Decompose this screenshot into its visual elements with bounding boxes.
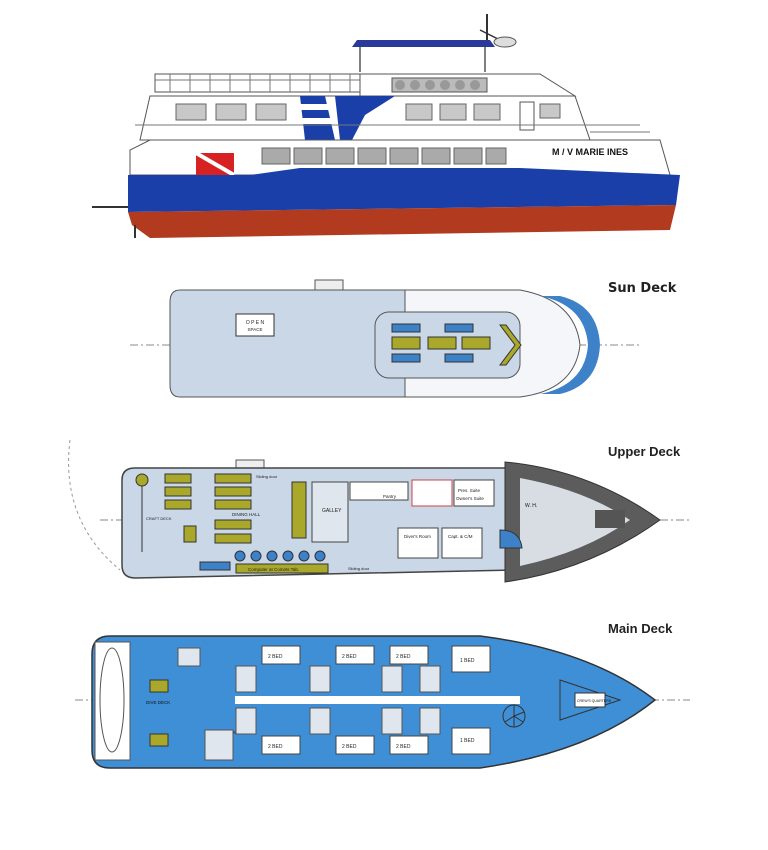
upper-deck-capt-cm-label: Capt. & C/M <box>448 534 473 539</box>
main-deck-cabin-label: 2 BED <box>268 744 283 750</box>
main-deck-plan: DIVE DECK COMP. ROOM 2 BED 2 BED 2 BED 1… <box>75 635 690 769</box>
upper-deck-craft-deck-label: CRAFT DECK <box>146 516 172 521</box>
upper-deck-sliding-door-top: Sliding door <box>256 474 278 479</box>
main-deck-cabin-label: 1 BED <box>460 738 475 744</box>
sun-deck-loungers <box>391 323 522 366</box>
main-deck-cabin-label: 2 BED <box>396 654 411 660</box>
main-deck-dive-deck-label: DIVE DECK <box>146 700 170 705</box>
upper-deck-wheel-house-label: W. H. <box>525 503 537 509</box>
main-deck-cabin-label: 1 BED <box>460 658 475 664</box>
upper-deck-pres-suite-label: Pres. Suite <box>458 488 481 493</box>
main-deck-cabin-label: 2 BED <box>396 744 411 750</box>
sun-deck-plan: O P E N SPACE <box>130 279 640 398</box>
main-deck-cabin-label: 2 BED <box>342 744 357 750</box>
main-deck-cabin-label: 2 BED <box>268 654 283 660</box>
upper-deck-pantry-label: Pantry <box>383 494 397 499</box>
upper-deck-dining-hall-label: DINING HALL <box>232 512 261 517</box>
main-deck-title: Main Deck <box>608 621 673 636</box>
ship-name: M / V MARIE INES <box>552 147 628 157</box>
upper-deck-divers-room-label: Diver's Room <box>404 534 431 539</box>
main-deck-cabins <box>261 645 491 755</box>
upper-deck-galley-label: GALLEY <box>322 508 342 514</box>
upper-deck-plan: W. H. CRAFT DECK DINING HALL Computer at… <box>68 439 690 583</box>
main-deck-crews-quarters-label: CREW'S QUARTERS <box>577 699 612 703</box>
sun-deck-title: Sun Deck <box>608 281 677 296</box>
upper-deck-title: Upper Deck <box>608 444 681 459</box>
sun-deck-open-space-label: O P E N <box>246 320 265 326</box>
upper-deck-computer-tab-label: Computer at Comets Tab. <box>248 567 299 572</box>
upper-deck-dining-tables <box>164 473 252 571</box>
upper-deck-owners-suite-label: Owner's Suite <box>456 496 484 501</box>
main-deck-cabin-label: 2 BED <box>342 654 357 660</box>
sun-deck-open-space-sub: SPACE <box>248 327 263 332</box>
upper-deck-sliding-door-bottom: Sliding door <box>348 566 370 571</box>
ship-side-profile: M / V MARIE INES <box>92 14 680 238</box>
